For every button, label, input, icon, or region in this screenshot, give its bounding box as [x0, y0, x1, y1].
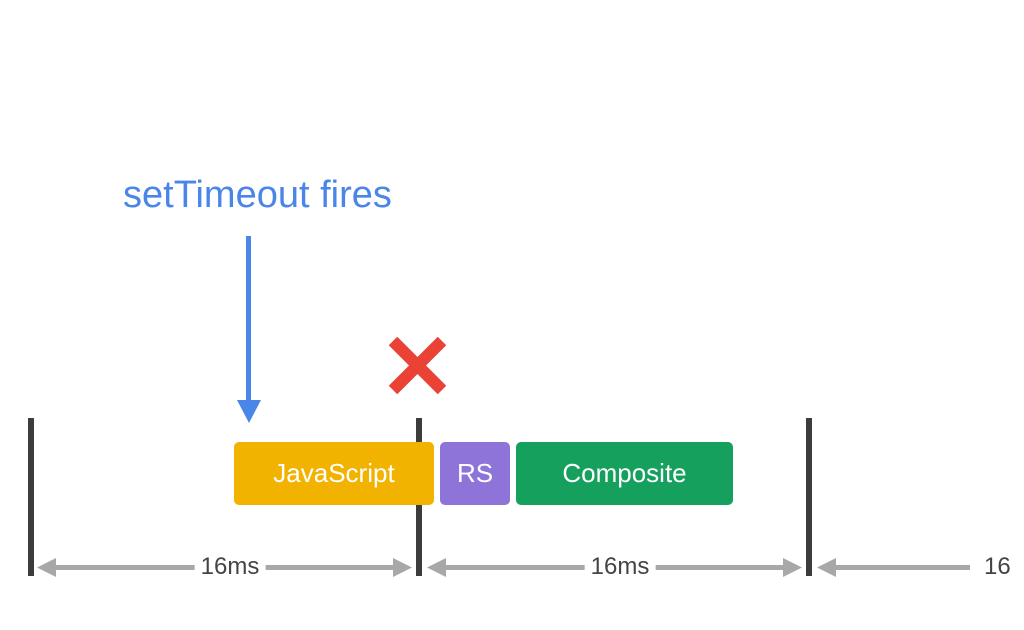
- frame-boundary-line: [28, 418, 34, 576]
- rs-block: RS: [440, 442, 510, 505]
- javascript-block: JavaScript: [234, 442, 434, 505]
- composite-block-label: Composite: [562, 458, 687, 488]
- annotation-label: setTimeout fires: [123, 174, 392, 216]
- interval-arrow: [817, 558, 970, 577]
- cross-mark-icon: [388, 336, 447, 395]
- rs-block-label: RS: [456, 458, 494, 488]
- javascript-block-label: JavaScript: [273, 458, 395, 488]
- frame-boundary-line: [806, 418, 812, 576]
- down-arrow-icon: [237, 236, 261, 423]
- interval-label: 16: [984, 552, 1011, 582]
- interval-label: 16ms: [584, 552, 656, 582]
- interval-label: 16ms: [194, 552, 266, 582]
- composite-block: Composite: [516, 442, 733, 505]
